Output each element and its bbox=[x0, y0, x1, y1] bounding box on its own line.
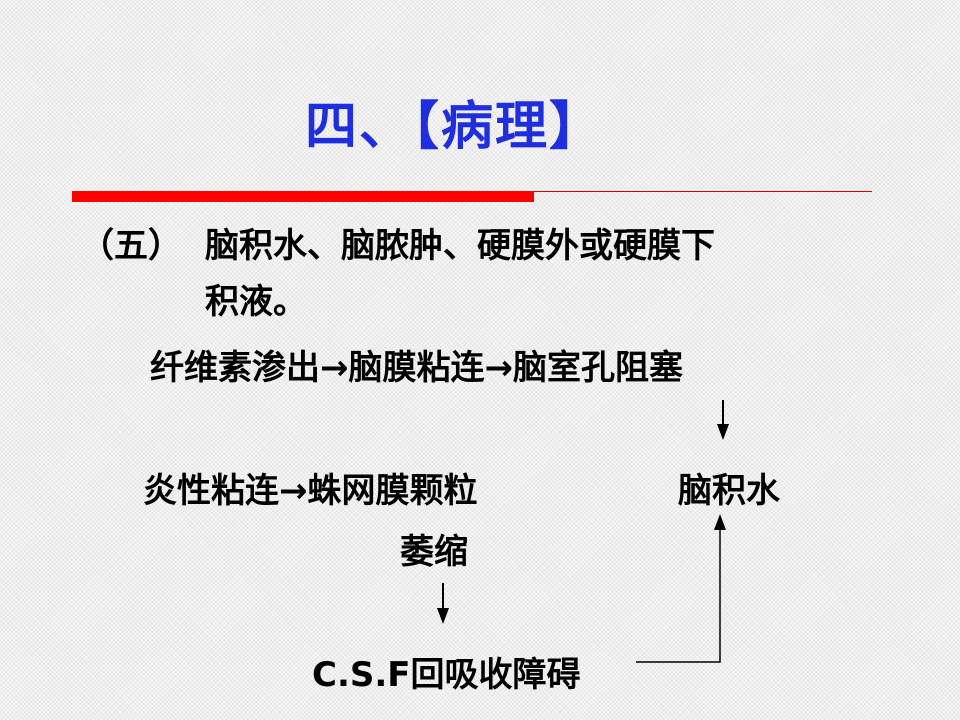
flow-node-atrophy: 萎缩 bbox=[400, 532, 468, 572]
title-underline-bar bbox=[72, 191, 534, 202]
arrow-csf-to-hydrocephalus bbox=[636, 514, 726, 663]
section-heading-line1: 脑积水、脑脓肿、硬膜外或硬膜下 bbox=[205, 226, 715, 266]
arrow-down-to-hydrocephalus bbox=[717, 400, 729, 440]
flow-row-2: 炎性粘连→蛛网膜颗粒 bbox=[143, 471, 478, 511]
section-heading-line2: 积液。 bbox=[205, 282, 307, 322]
flow-row-1: 纤维素渗出→脑膜粘连→脑室孔阻塞 bbox=[150, 348, 683, 388]
section-number: （五） bbox=[80, 226, 182, 266]
flow-node-hydrocephalus: 脑积水 bbox=[678, 471, 780, 511]
slide-title: 四、【病理】 bbox=[305, 97, 604, 157]
flow-node-csf: C.S.F回吸收障碍 bbox=[312, 655, 581, 695]
title-underline-line bbox=[534, 191, 872, 192]
arrow-down-to-csf bbox=[437, 583, 449, 624]
